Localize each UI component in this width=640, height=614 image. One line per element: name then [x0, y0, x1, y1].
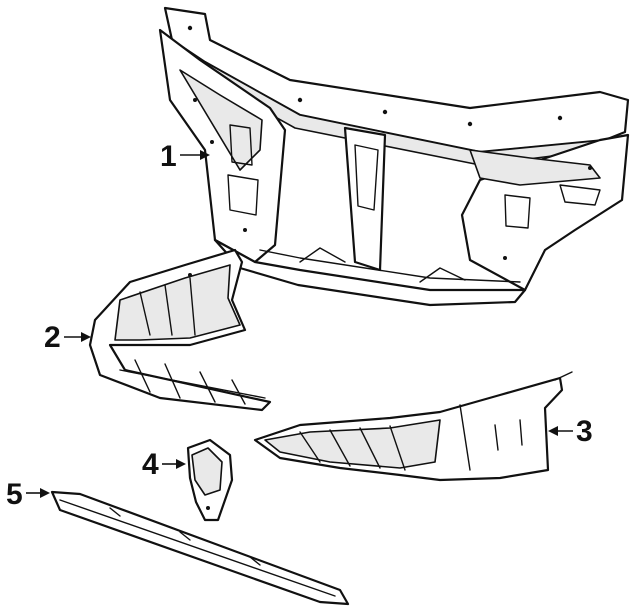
callout-5: 5 — [6, 478, 50, 511]
callout-3: 3 — [548, 415, 593, 448]
splash-shield-left-icon — [88, 248, 272, 412]
callout-5-label: 5 — [6, 478, 23, 511]
splash-shield-right-icon — [253, 371, 573, 482]
callout-4: 4 — [142, 448, 186, 481]
radiator-support-icon — [158, 6, 630, 307]
callout-3-label: 3 — [576, 415, 593, 448]
callout-4-label: 4 — [142, 448, 159, 481]
callout-1: 1 — [160, 140, 210, 173]
callout-2: 2 — [44, 321, 91, 354]
lower-deflector-icon — [50, 490, 350, 606]
bracket-icon — [186, 438, 234, 522]
callout-2-label: 2 — [44, 321, 61, 354]
callout-1-label: 1 — [160, 140, 177, 173]
